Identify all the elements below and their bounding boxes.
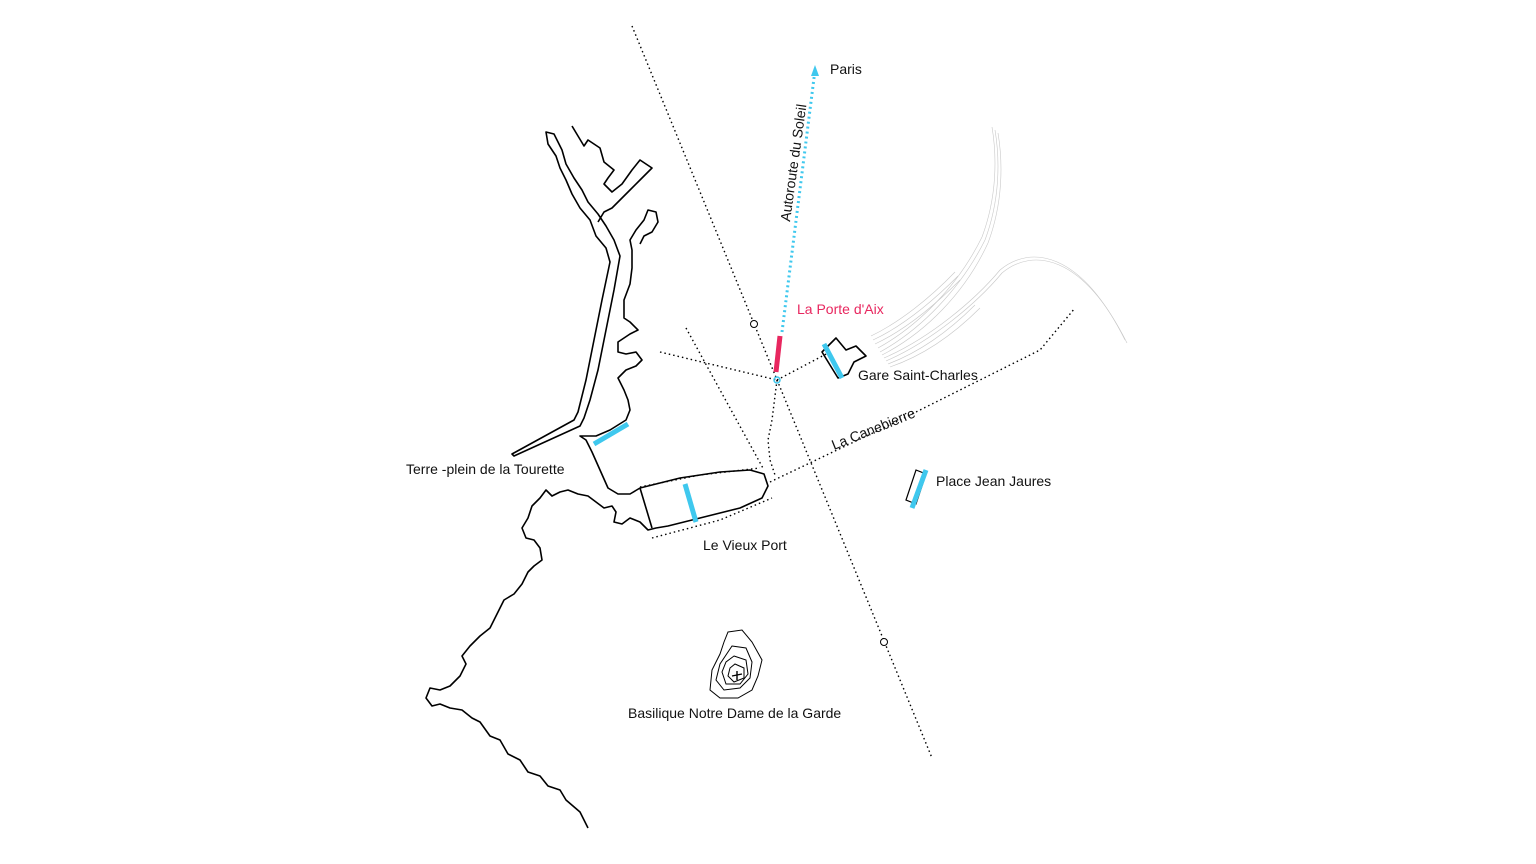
notre-dame-hill: [709, 629, 763, 699]
label-gare: Gare Saint-Charles: [858, 367, 978, 383]
label-vieux-port: Le Vieux Port: [703, 537, 787, 553]
railway-tracks: [870, 126, 1128, 368]
autoroute-line: [780, 69, 817, 333]
label-canebiere: La Canebierre: [829, 405, 917, 453]
label-place-jean-jaures: Place Jean Jaures: [936, 473, 1051, 489]
label-terre-plein: Terre -plein de la Tourette: [406, 461, 565, 477]
label-porte-aix: La Porte d'Aix: [797, 301, 884, 317]
dotted-streets: [639, 307, 1076, 539]
harbour-piers: [511, 131, 621, 457]
arrow-up-icon: [811, 65, 819, 76]
harbour-docks: [571, 125, 653, 223]
place-jean-jaures-marker: [905, 469, 929, 509]
vieux-port-marker: [682, 483, 699, 523]
coastline: [425, 209, 769, 829]
axis-marker-south: [880, 638, 888, 646]
main-axis-dotted-line: [631, 25, 933, 759]
porte-aix-node: [773, 376, 781, 384]
terre-plein-marker: [592, 421, 630, 447]
vieux-port-basin: [639, 487, 653, 529]
porte-aix-marker: [773, 335, 783, 373]
gare-building: [821, 337, 867, 380]
label-basilique: Basilique Notre Dame de la Garde: [628, 705, 841, 721]
axis-marker-north: [750, 320, 758, 328]
label-paris: Paris: [830, 61, 862, 77]
